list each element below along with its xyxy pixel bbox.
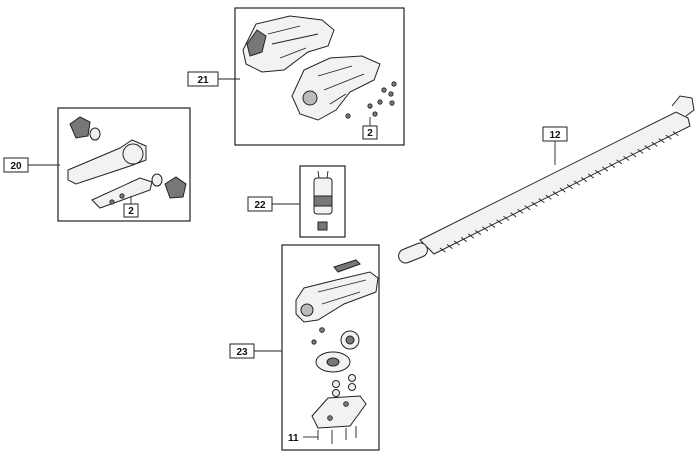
group-20-frame — [57, 107, 191, 222]
callout-23: 23 — [236, 347, 248, 358]
handle-lower-bar — [91, 177, 153, 209]
blade-body — [419, 111, 691, 255]
housing-motor-boss — [302, 90, 318, 106]
group-23-gearbox: 23 11 — [229, 244, 380, 451]
housing-left-detail — [267, 25, 319, 59]
group-21-frame — [234, 7, 405, 146]
callout-22-box — [247, 196, 273, 212]
group-21-screws — [345, 81, 397, 119]
bushing-b — [348, 383, 356, 391]
callout-11: 11 — [288, 433, 299, 444]
motor-band — [313, 195, 333, 207]
callout-12-box — [542, 126, 568, 142]
cover-hole-2 — [327, 415, 333, 421]
callout-12: 12 — [549, 130, 561, 141]
bushing-top — [89, 127, 101, 141]
bushing-bottom — [151, 173, 163, 187]
bushing-d — [332, 389, 340, 397]
group-20-handle: 20 2 — [3, 107, 191, 222]
housing-left-half — [242, 15, 335, 73]
callout-20-box — [3, 157, 29, 173]
end-cap-bottom — [164, 176, 187, 199]
handle-screw-2 — [119, 193, 125, 199]
callout-2b: 2 — [128, 206, 134, 217]
washer-1 — [319, 327, 325, 333]
callout-2a: 2 — [367, 128, 373, 139]
end-cap-top — [69, 116, 91, 139]
pinion-gear-hub — [345, 335, 355, 345]
pin-1 — [311, 339, 317, 345]
handle-pivot-ring — [122, 143, 144, 165]
gear-cover-plate — [311, 395, 367, 429]
callout-23-box — [229, 343, 255, 359]
handle-screw-1 — [109, 199, 115, 205]
housing-left-grip — [246, 29, 267, 57]
group-23-frame — [281, 244, 380, 451]
cover-hole-1 — [343, 401, 349, 407]
housing-right-detail — [317, 65, 365, 105]
motor-pinion — [317, 221, 328, 231]
group-21-housing: 21 2 — [187, 7, 405, 146]
callout-2a-box — [362, 125, 378, 140]
blade-eye-hook — [671, 95, 695, 117]
callout-21: 21 — [197, 75, 209, 86]
main-gear-hub — [326, 357, 340, 367]
callout-22: 22 — [254, 200, 266, 211]
gear-housing — [295, 271, 379, 323]
cover-screws — [317, 426, 357, 444]
part-12-blade: 12 — [398, 95, 695, 264]
callout-20: 20 — [10, 161, 22, 172]
gear-cover-strip — [333, 259, 361, 273]
bushing-c — [332, 380, 340, 388]
motor-terminals — [317, 170, 329, 179]
callout-2b-box — [123, 203, 139, 218]
blade-end-loop — [398, 242, 428, 264]
gear-housing-bore — [300, 303, 314, 317]
bushing-a — [348, 374, 356, 382]
blade-teeth — [439, 131, 679, 253]
callout-21-box — [187, 71, 219, 87]
gear-housing-detail — [317, 279, 367, 305]
group-22-frame — [299, 165, 346, 238]
group-22-motor: 22 — [247, 165, 346, 238]
housing-right-half — [291, 55, 381, 121]
